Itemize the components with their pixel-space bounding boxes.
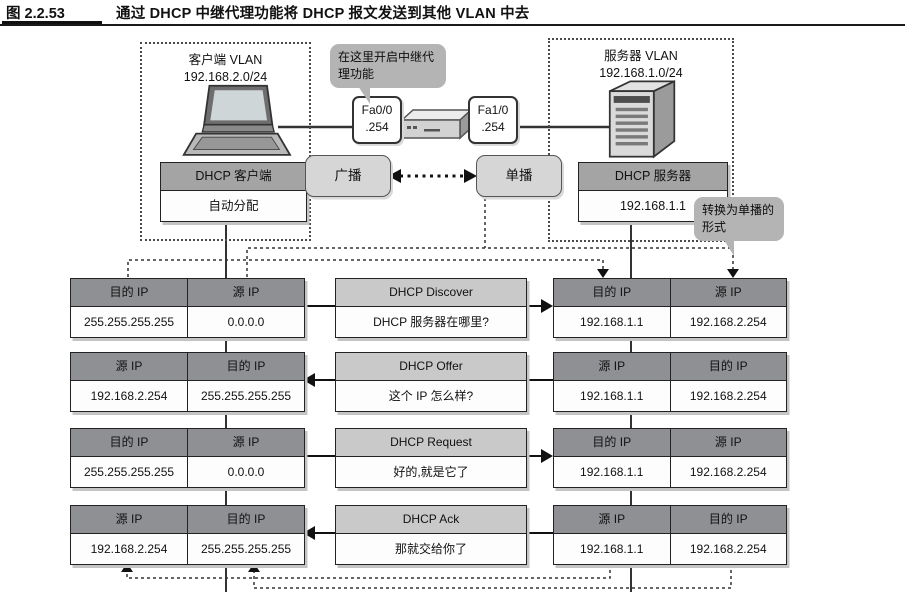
row1-right-value-1: 192.168.1.1 bbox=[554, 307, 671, 337]
broadcast-label-box: 广播 bbox=[305, 155, 391, 197]
row2-left-header-1: 源 IP bbox=[71, 353, 188, 380]
row1-message-title: DHCP Discover bbox=[336, 279, 526, 307]
row2-right-value-2: 192.168.2.254 bbox=[670, 381, 786, 411]
fa00-name: Fa0/0 bbox=[361, 103, 393, 117]
relay-callout: 在这里开启中继代理功能 bbox=[330, 44, 446, 88]
figure-title: 通过 DHCP 中继代理功能将 DHCP 报文发送到其他 VLAN 中去 bbox=[116, 6, 530, 22]
row1-left-value-2: 0.0.0.0 bbox=[188, 307, 304, 337]
row4-right-value-1: 192.168.1.1 bbox=[554, 534, 671, 564]
client-device-header: DHCP 客户端 bbox=[161, 163, 306, 191]
row3-right-value-1: 192.168.1.1 bbox=[554, 457, 671, 487]
figure-number: 图 2.2.53 bbox=[6, 6, 65, 22]
client-vlan-name: 客户端 VLAN bbox=[188, 53, 263, 67]
client-vlan-box: 客户端 VLAN 192.168.2.0/24 bbox=[140, 42, 311, 241]
unicast-callout-text: 转换为单播的形式 bbox=[702, 203, 775, 234]
row4-right-header-2: 目的 IP bbox=[708, 512, 748, 526]
server-vlan-name: 服务器 VLAN bbox=[604, 49, 678, 63]
row2-message-box: DHCP Offer 这个 IP 怎么样? bbox=[335, 352, 527, 412]
row3-right-header-2: 源 IP bbox=[714, 435, 742, 449]
server-vlan-box: 服务器 VLAN 192.168.1.0/24 bbox=[548, 38, 734, 242]
figure-caption: 图 2.2.53 通过 DHCP 中继代理功能将 DHCP 报文发送到其他 VL… bbox=[0, 0, 905, 26]
row1-left-header-1: 目的 IP bbox=[71, 279, 188, 306]
client-device-table: DHCP 客户端 自动分配 bbox=[160, 162, 307, 222]
client-device-value: 自动分配 bbox=[161, 191, 306, 221]
row3-message-title: DHCP Request bbox=[336, 429, 526, 457]
row2-left-value-1: 192.168.2.254 bbox=[71, 381, 188, 411]
row2-right-header-2: 目的 IP bbox=[708, 359, 748, 373]
row2-message-text: 这个 IP 怎么样? bbox=[388, 389, 474, 403]
client-vlan-subnet: 192.168.2.0/24 bbox=[183, 70, 268, 84]
figure-number-underline bbox=[2, 21, 102, 25]
row1-left-header-2: 源 IP bbox=[232, 285, 260, 299]
server-vlan-subnet: 192.168.1.0/24 bbox=[599, 66, 683, 80]
row4-left-header-2: 目的 IP bbox=[226, 512, 266, 526]
row3-message-text: 好的,就是它了 bbox=[393, 465, 469, 479]
row4-message-box: DHCP Ack 那就交给你了 bbox=[335, 505, 527, 565]
router-interface-fa10: Fa1/0 .254 bbox=[468, 96, 518, 144]
server-device-header: DHCP 服务器 bbox=[579, 163, 727, 191]
fa00-ip: .254 bbox=[365, 120, 389, 134]
fa10-name: Fa1/0 bbox=[477, 103, 509, 117]
row2-right-header-1: 源 IP bbox=[554, 353, 671, 380]
row4-left-header-1: 源 IP bbox=[71, 506, 188, 533]
server-device-value: 192.168.1.1 bbox=[579, 191, 727, 221]
row4-right-header-1: 源 IP bbox=[554, 506, 671, 533]
row1-right-header-1: 目的 IP bbox=[554, 279, 671, 306]
server-vlan-label: 服务器 VLAN 192.168.1.0/24 bbox=[550, 48, 732, 82]
unicast-callout: 转换为单播的形式 bbox=[694, 197, 784, 241]
ack-return-dashed-connector-1 bbox=[121, 563, 611, 579]
row1-right-header-2: 源 IP bbox=[714, 285, 742, 299]
row3-left-header-2: 源 IP bbox=[232, 435, 260, 449]
row4-arrow-left bbox=[303, 526, 553, 540]
row2-left-header-2: 目的 IP bbox=[226, 359, 266, 373]
router-interface-fa00: Fa0/0 .254 bbox=[352, 96, 402, 144]
unicast-label-box: 单播 bbox=[476, 155, 562, 197]
relay-rewrite-dashed-connector-2 bbox=[246, 198, 739, 278]
row3-message-box: DHCP Request 好的,就是它了 bbox=[335, 428, 527, 488]
relay-callout-text: 在这里开启中继代理功能 bbox=[338, 50, 435, 81]
row4-right-value-2: 192.168.2.254 bbox=[670, 534, 786, 564]
relay-rewrite-dashed-connector-1 bbox=[127, 259, 609, 278]
broadcast-unicast-arrow bbox=[388, 169, 477, 183]
unicast-callout-tail bbox=[716, 240, 734, 256]
row1-arrow-right bbox=[303, 299, 553, 313]
unicast-label: 单播 bbox=[505, 168, 533, 183]
row3-right-header-1: 目的 IP bbox=[554, 429, 671, 456]
row1-message-box: DHCP Discover DHCP 服务器在哪里? bbox=[335, 278, 527, 338]
row1-left-value-1: 255.255.255.255 bbox=[71, 307, 188, 337]
client-vlan-label: 客户端 VLAN 192.168.2.0/24 bbox=[142, 52, 309, 86]
row4-left-value-1: 192.168.2.254 bbox=[71, 534, 188, 564]
laptop-icon bbox=[182, 84, 292, 156]
row3-arrow-right bbox=[303, 449, 553, 463]
row3-left-header-1: 目的 IP bbox=[71, 429, 188, 456]
fa10-ip: .254 bbox=[481, 120, 505, 134]
row4-left-value-2: 255.255.255.255 bbox=[188, 534, 304, 564]
relay-callout-tail bbox=[348, 86, 370, 104]
row3-left-value-1: 255.255.255.255 bbox=[71, 457, 188, 487]
row3-left-value-2: 0.0.0.0 bbox=[188, 457, 304, 487]
row3-right-value-2: 192.168.2.254 bbox=[670, 457, 786, 487]
row2-left-value-2: 255.255.255.255 bbox=[188, 381, 304, 411]
row2-message-title: DHCP Offer bbox=[336, 353, 526, 381]
row4-message-title: DHCP Ack bbox=[336, 506, 526, 534]
row2-right-value-1: 192.168.1.1 bbox=[554, 381, 671, 411]
row2-arrow-left bbox=[303, 373, 553, 387]
row1-right-value-2: 192.168.2.254 bbox=[670, 307, 786, 337]
ack-return-dashed-connector-2 bbox=[248, 563, 732, 589]
broadcast-label: 广播 bbox=[334, 168, 362, 183]
row1-message-text: DHCP 服务器在哪里? bbox=[373, 315, 489, 329]
server-icon bbox=[608, 79, 676, 159]
row4-message-text: 那就交给你了 bbox=[394, 542, 467, 556]
router-icon bbox=[400, 108, 473, 140]
